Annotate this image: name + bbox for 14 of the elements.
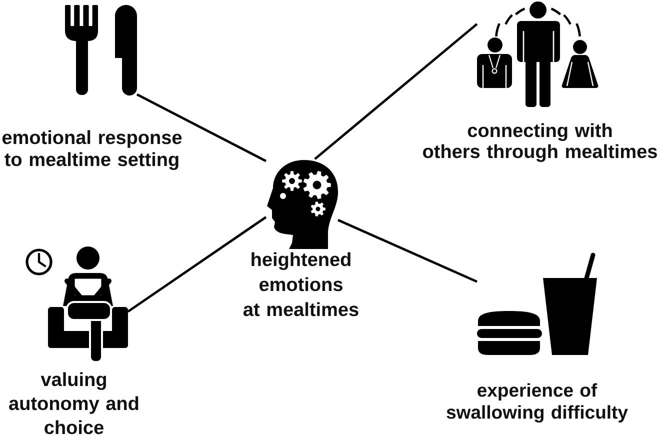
connector-line: [127, 216, 267, 313]
node-label: heightened emotions at mealtimes: [243, 252, 358, 316]
node-label: connecting with others through mealtimes: [423, 123, 657, 162]
connector-line: [338, 218, 478, 283]
head-gears-icon: [267, 160, 338, 249]
people-icon: [477, 2, 598, 107]
person-armchair-icon: [48, 246, 128, 363]
connector-line: [314, 23, 478, 160]
node-label: experience of swallowing difficulty: [446, 383, 628, 423]
connector-line: [136, 93, 267, 162]
node-label: emotional response to mealtime setting: [2, 130, 182, 170]
node-label: valuing autonomy and choice: [9, 372, 138, 434]
fork-knife-icon: [65, 5, 137, 96]
burger-drink-icon: [477, 252, 597, 355]
